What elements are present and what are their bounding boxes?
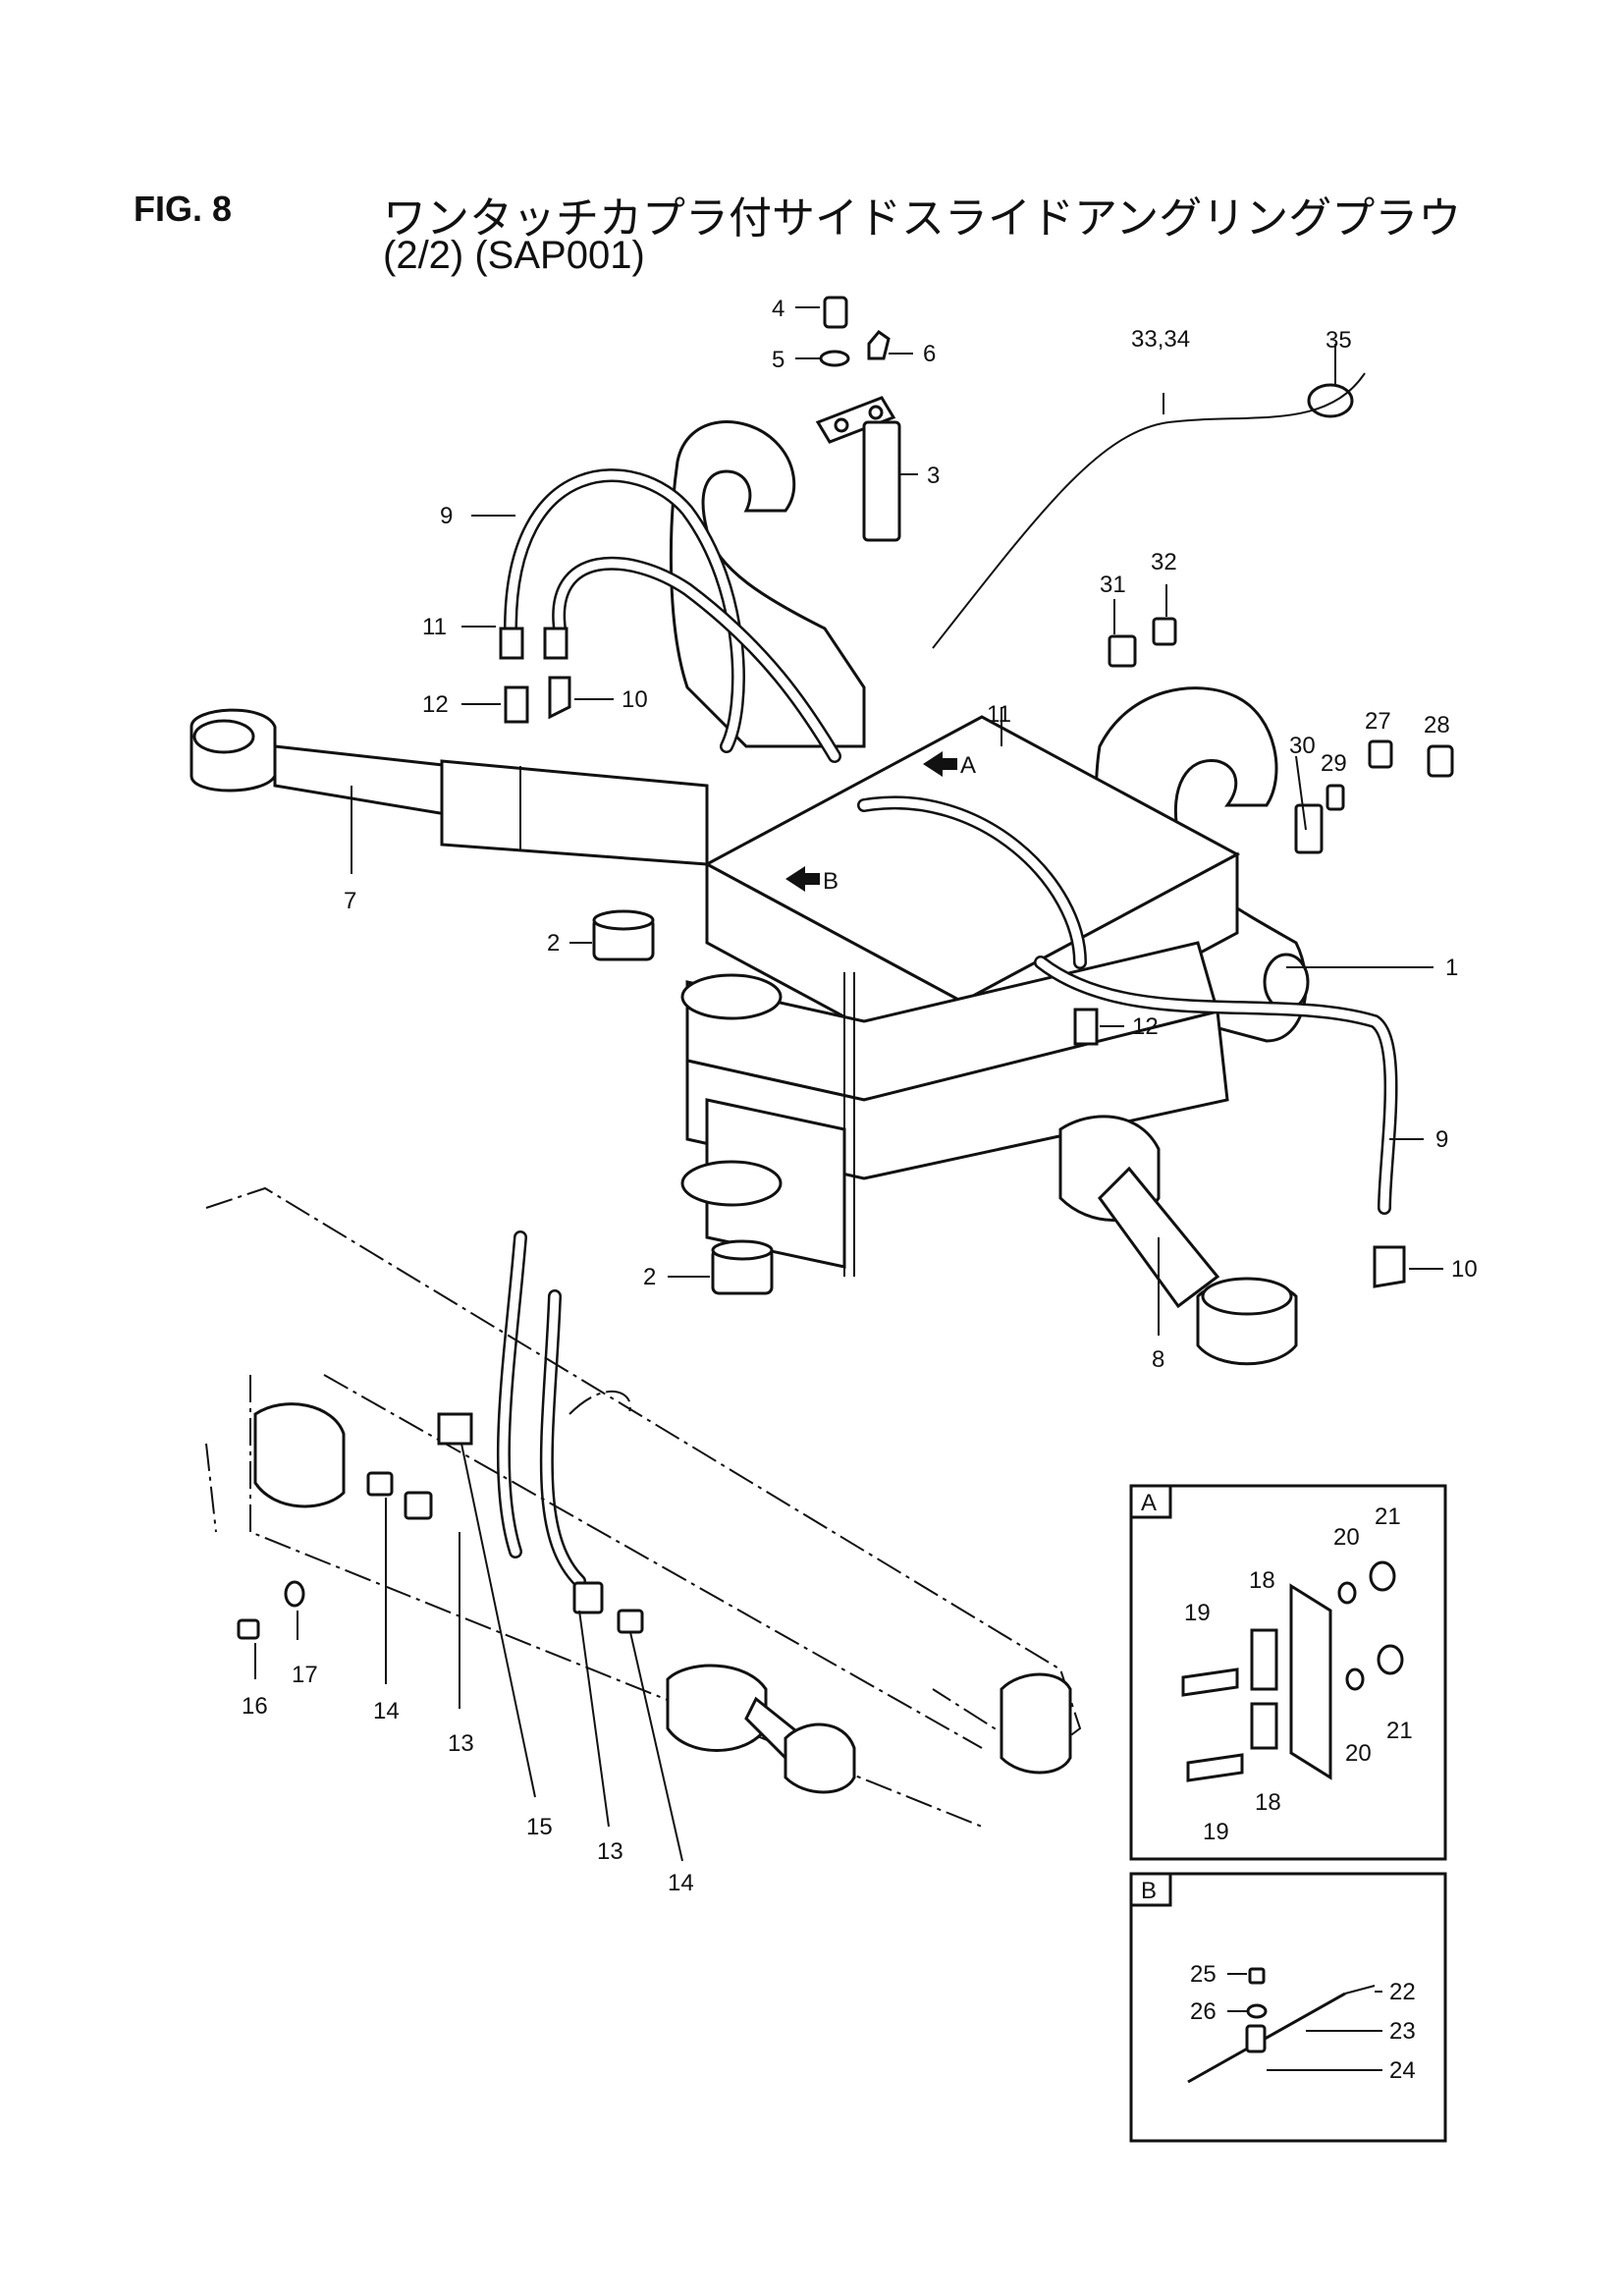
label-17: 17 [292, 1662, 318, 1688]
label-9: 9 [440, 503, 453, 529]
label-arrow-b: B [823, 868, 839, 895]
label-3: 3 [927, 463, 940, 489]
lower-cylinder [253, 1402, 856, 1794]
label-15: 15 [526, 1814, 553, 1840]
figure-subtitle: (2/2) (SAP001) [383, 234, 645, 277]
label-10: 10 [622, 686, 648, 713]
label-29: 29 [1321, 750, 1347, 777]
detail-a-tag: A [1141, 1490, 1157, 1516]
cylinder-8 [1058, 1115, 1298, 1366]
detail-b-tag: B [1141, 1878, 1157, 1904]
label-35: 35 [1325, 327, 1352, 354]
label-16: 16 [242, 1693, 268, 1720]
detail-a-label-20: 20 [1345, 1740, 1372, 1767]
label-7: 7 [344, 888, 356, 914]
detail-b-label-24: 24 [1389, 2057, 1416, 2084]
detail-a-label-21: 21 [1386, 1718, 1413, 1744]
label-5: 5 [772, 347, 784, 373]
label-30: 30 [1289, 733, 1316, 759]
detail-a-label-20: 20 [1333, 1524, 1360, 1551]
figure-number: FIG. 8 [134, 189, 233, 229]
label-2: 2 [643, 1264, 656, 1290]
label-6: 6 [923, 341, 936, 367]
boom-frame [205, 1186, 1082, 1828]
label-14: 14 [668, 1870, 694, 1896]
label-9: 9 [1435, 1126, 1448, 1153]
label-32: 32 [1151, 549, 1177, 575]
label-28: 28 [1424, 712, 1450, 738]
part-labels: 1 2 2 3 4 5 6 7 8 9 9 10 10 11 11 12 12 … [242, 296, 1478, 1896]
label-12: 12 [422, 691, 449, 718]
label-2: 2 [547, 930, 560, 957]
label-11: 11 [422, 614, 447, 640]
detail-a-panel: A 18 18 19 19 20 20 21 21 [1129, 1484, 1447, 1861]
label-10: 10 [1451, 1256, 1478, 1283]
detail-b-label-25: 25 [1190, 1961, 1217, 1988]
label-4: 4 [772, 296, 784, 322]
label-31: 31 [1100, 572, 1126, 598]
coupler-frame [669, 420, 1310, 1277]
detail-a-label-18: 18 [1249, 1567, 1275, 1594]
detail-b-label-23: 23 [1389, 2018, 1416, 2045]
arrow-b-icon [785, 866, 820, 892]
small-parts [237, 296, 1454, 1640]
leader-lines [254, 306, 1443, 1862]
detail-a-label-21: 21 [1375, 1503, 1401, 1530]
label-33-34: 33,34 [1131, 326, 1190, 353]
detail-b-label-22: 22 [1389, 1979, 1416, 2005]
detail-b-label-26: 26 [1190, 1998, 1217, 2025]
hoses [496, 468, 1398, 1588]
detail-a-label-19: 19 [1203, 1819, 1229, 1845]
label-13: 13 [597, 1838, 623, 1865]
label-11: 11 [987, 701, 1011, 728]
detail-a-label-19: 19 [1184, 1600, 1211, 1626]
view-arrows [785, 751, 957, 892]
label-12: 12 [1132, 1013, 1159, 1040]
figure-title: ワンタッチカプラ付サイドスライドアングリングプラウ [383, 193, 1462, 244]
label-13: 13 [448, 1730, 474, 1757]
detail-a-label-18: 18 [1255, 1789, 1281, 1816]
label-27: 27 [1365, 708, 1391, 735]
label-8: 8 [1152, 1346, 1164, 1373]
label-arrow-a: A [960, 752, 976, 779]
detail-b-panel: B 22 23 24 25 26 [1129, 1872, 1447, 2143]
cylinder-7 [189, 708, 709, 866]
label-14: 14 [373, 1698, 400, 1724]
arrow-a-icon [923, 751, 957, 777]
label-1: 1 [1445, 955, 1458, 981]
